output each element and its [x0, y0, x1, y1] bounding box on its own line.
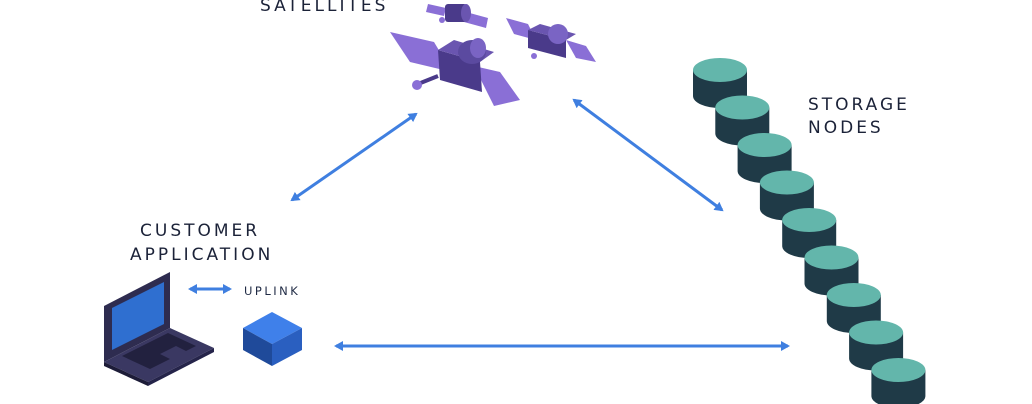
arrow-customer-satellites — [290, 112, 418, 202]
uplink-device-icon — [243, 312, 302, 366]
storage-label-line1: STORAGE — [808, 95, 910, 115]
satellites-group — [390, 4, 596, 106]
connection-arrows — [188, 98, 790, 351]
satellites-label: SATELLITES — [260, 0, 388, 16]
satellite-icon — [426, 4, 488, 28]
storage-node-icon — [871, 358, 926, 404]
storage-node-icon — [782, 208, 837, 258]
uplink-label: UPLINK — [244, 284, 300, 298]
satellite-icon — [506, 18, 596, 62]
storage-label-line2: NODES — [808, 118, 884, 138]
storage-nodes-group — [693, 58, 926, 404]
customer-label-line1: CUSTOMER — [140, 221, 260, 241]
arrow-satellites-storage — [572, 98, 724, 212]
customer-label-line2: APPLICATION — [130, 245, 273, 265]
laptop-icon — [104, 272, 214, 386]
satellite-icon — [390, 32, 520, 106]
